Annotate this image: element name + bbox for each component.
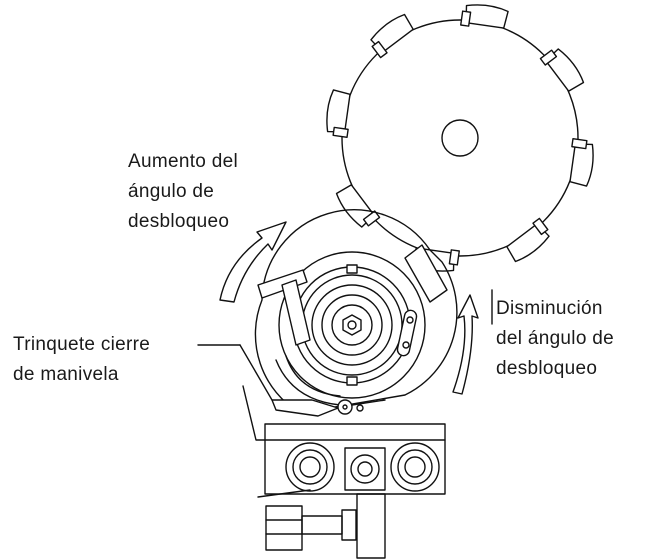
crank-ring-6 (331, 304, 373, 346)
star-wheel (326, 4, 594, 272)
right-latch (404, 244, 448, 303)
pawl-leader-diagonal (239, 344, 273, 401)
star-wheel-tooth (569, 138, 594, 187)
left-pawl-arm (257, 269, 308, 299)
right-roller (390, 442, 440, 492)
center-block (344, 447, 386, 491)
star-wheel-tooth (460, 4, 509, 29)
base-lever (257, 489, 311, 498)
label-pawl-line-2: de manivela (13, 364, 119, 385)
crank-notch-bottom (346, 376, 358, 386)
star-wheel-tooth (506, 217, 550, 263)
handle-housing (265, 505, 303, 551)
handle-knob (341, 509, 357, 541)
star-wheel-tooth (335, 184, 381, 228)
star-wheel-teeth (326, 4, 594, 272)
star-wheel-hub (441, 119, 479, 157)
pawl-spring-outer (275, 359, 341, 406)
rotation-arrow-icon (452, 294, 479, 395)
left-roller (285, 442, 335, 492)
crank-wheel (254, 209, 458, 417)
pawl-pivot-pin (342, 404, 348, 410)
label-pawl-line-1: Trinquete cierre (13, 334, 151, 355)
star-wheel-tooth (539, 48, 585, 92)
pawl-pivot (337, 399, 353, 415)
label-decrease-angle: Disminución del ángulo de desbloqueo (496, 294, 614, 384)
vertical-shaft (356, 493, 386, 559)
crank-hex-nut (342, 314, 362, 336)
center-bolt (350, 454, 380, 484)
crank-notch-top (346, 264, 358, 274)
star-wheel-tooth (370, 13, 414, 59)
crank-outer-ring (278, 251, 426, 399)
label-decrease-line-2: del ángulo de (496, 328, 615, 349)
label-decrease-line-1: Disminución (496, 298, 603, 319)
crank-closing-pawl (271, 399, 339, 417)
pawl-spring-inner (285, 355, 341, 397)
center-bolt-inner (357, 461, 373, 477)
label-increase-line-1: Aumento del (128, 151, 238, 172)
slot-pin-1 (406, 316, 414, 324)
base-plate (264, 423, 446, 495)
link-pin (356, 404, 364, 412)
base-left-bracket (242, 385, 266, 441)
crank-wheel-body (254, 209, 458, 414)
rotation-arrow-icon (219, 221, 287, 303)
label-crank-pawl: Trinquete cierre de manivela (13, 330, 150, 390)
label-increase-line-3: desbloqueo (128, 211, 230, 232)
crank-ring-4 (311, 284, 393, 366)
base-assembly (242, 385, 446, 559)
left-pawl-lever (281, 279, 311, 346)
label-increase-line-2: ángulo de (128, 181, 215, 202)
crank-center-pin (347, 320, 357, 330)
slot-pin-2 (402, 341, 410, 349)
crank-ring-3 (301, 274, 403, 376)
handle-shaft (301, 515, 343, 535)
label-decrease-line-3: desbloqueo (496, 358, 598, 379)
pawl-link (351, 399, 386, 406)
star-wheel-rim (341, 19, 579, 257)
star-wheel-tooth (326, 89, 351, 138)
label-increase-angle: Aumento del ángulo de desbloqueo (128, 147, 238, 237)
crank-ring-5 (321, 294, 383, 356)
right-slot (396, 309, 418, 357)
